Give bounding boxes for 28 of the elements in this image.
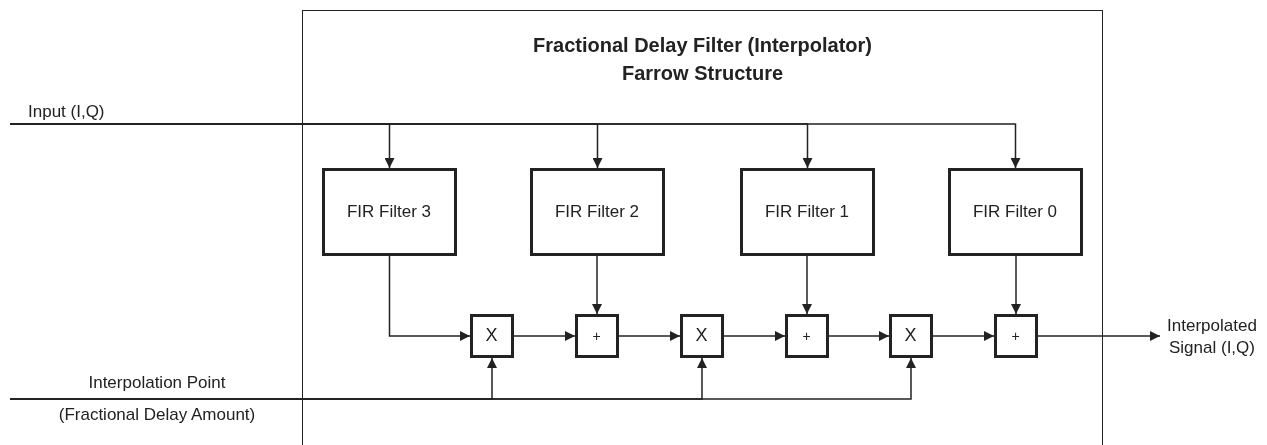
filter-block: FIR Filter 1 — [739, 167, 875, 256]
signal-arrow — [1037, 331, 1161, 341]
signal-arrow — [388, 255, 471, 341]
operator-block: X — [469, 313, 514, 358]
signal-arrow — [723, 331, 786, 341]
signal-arrow — [802, 255, 812, 315]
signal-arrow — [618, 331, 681, 341]
signal-label: Input (I,Q) — [28, 101, 105, 123]
signal-label: Interpolation Point — [87, 372, 227, 394]
operator-block: X — [888, 313, 933, 358]
signal-arrow — [592, 255, 602, 315]
operator-block: + — [993, 313, 1038, 358]
signal-arrow — [1011, 255, 1021, 315]
signal-arrow — [932, 331, 995, 341]
filter-block: FIR Filter 0 — [947, 167, 1083, 256]
signal-arrow — [9, 357, 916, 400]
filter-block: FIR Filter 3 — [321, 167, 457, 256]
operator-block: + — [784, 313, 829, 358]
signal-label: (Fractional Delay Amount) — [57, 404, 257, 426]
signal-arrow — [513, 331, 576, 341]
operator-block: X — [679, 313, 724, 358]
signal-arrow — [828, 331, 890, 341]
frame-heading: Fractional Delay Filter (Interpolator) Farrow Structure — [532, 33, 873, 86]
operator-block: + — [574, 313, 619, 358]
signal-arrow — [9, 123, 1021, 169]
signal-label: Interpolated Signal (I,Q) — [1166, 315, 1258, 359]
filter-block: FIR Filter 2 — [529, 167, 665, 256]
frame-box — [302, 10, 1103, 445]
